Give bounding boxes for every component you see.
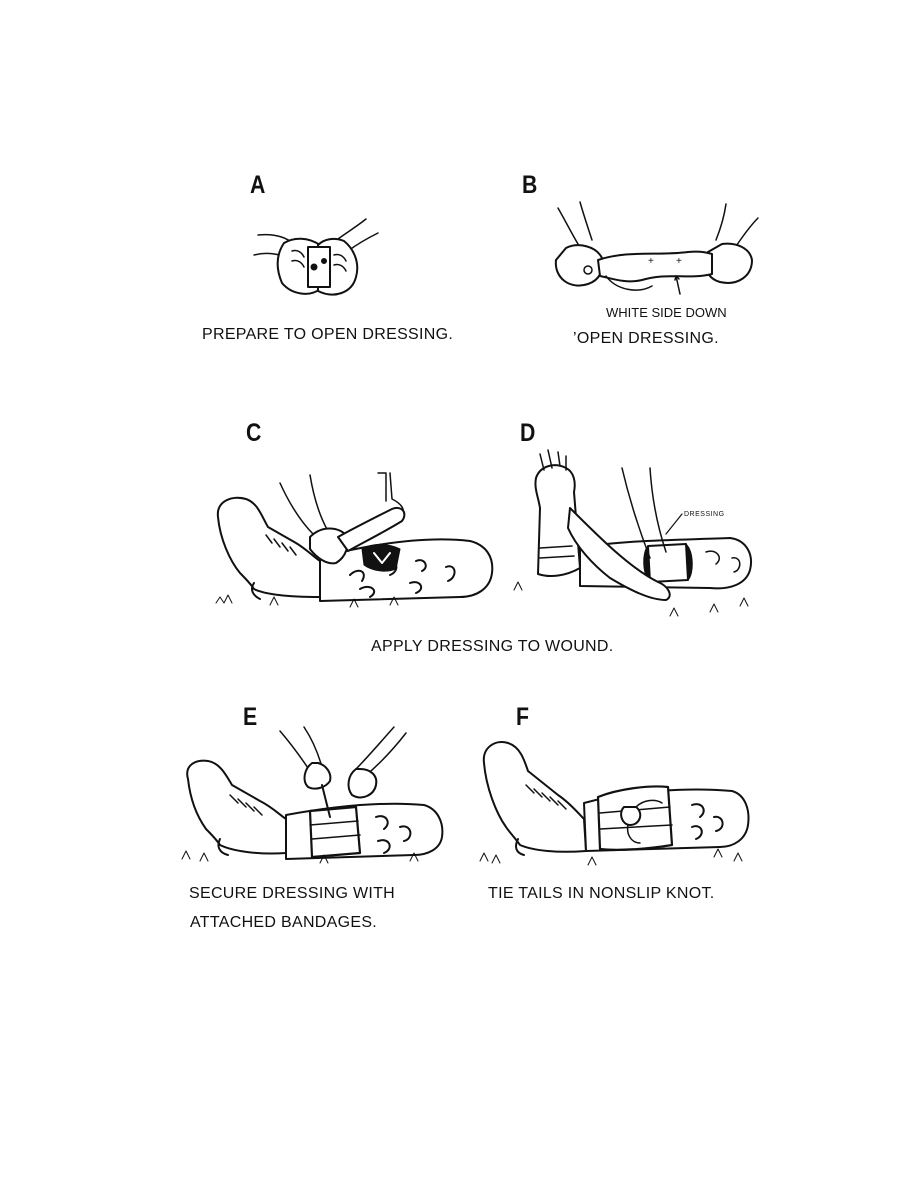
white-side-down-label: WHITE SIDE DOWN xyxy=(606,305,727,320)
panel-letter-f: F xyxy=(516,703,529,731)
bandaged-leg-icon xyxy=(479,741,750,866)
svg-text:+: + xyxy=(648,256,654,267)
hands-holding-packet-icon xyxy=(253,218,379,296)
panel-e-caption-line2: ATTACHED BANDAGES. xyxy=(190,914,378,931)
panel-a-caption: PREPARE TO OPEN DRESSING. xyxy=(202,326,454,343)
panel-b-caption: ’OPEN DRESSING. xyxy=(573,330,719,347)
hands-wrapping-bandage-icon xyxy=(181,726,444,864)
apply-dressing-caption: APPLY DRESSING TO WOUND. xyxy=(371,638,614,655)
hands-unfolding-dressing-icon: + + xyxy=(554,201,759,295)
hands-applying-dressing-to-leg-icon xyxy=(215,472,494,608)
dressing-label: DRESSING xyxy=(684,511,725,518)
svg-text:+: + xyxy=(676,256,682,267)
hand-holding-dressing-on-leg-icon xyxy=(513,449,752,617)
panel-letter-c: C xyxy=(246,419,262,447)
panel-letter-b: B xyxy=(522,171,538,199)
panel-f-caption: TIE TAILS IN NONSLIP KNOT. xyxy=(488,885,715,902)
panel-letter-e: E xyxy=(243,703,258,731)
panel-letter-d: D xyxy=(520,419,536,447)
panel-e-caption-line1: SECURE DRESSING WITH xyxy=(189,885,396,902)
panel-letter-a: A xyxy=(250,171,266,199)
